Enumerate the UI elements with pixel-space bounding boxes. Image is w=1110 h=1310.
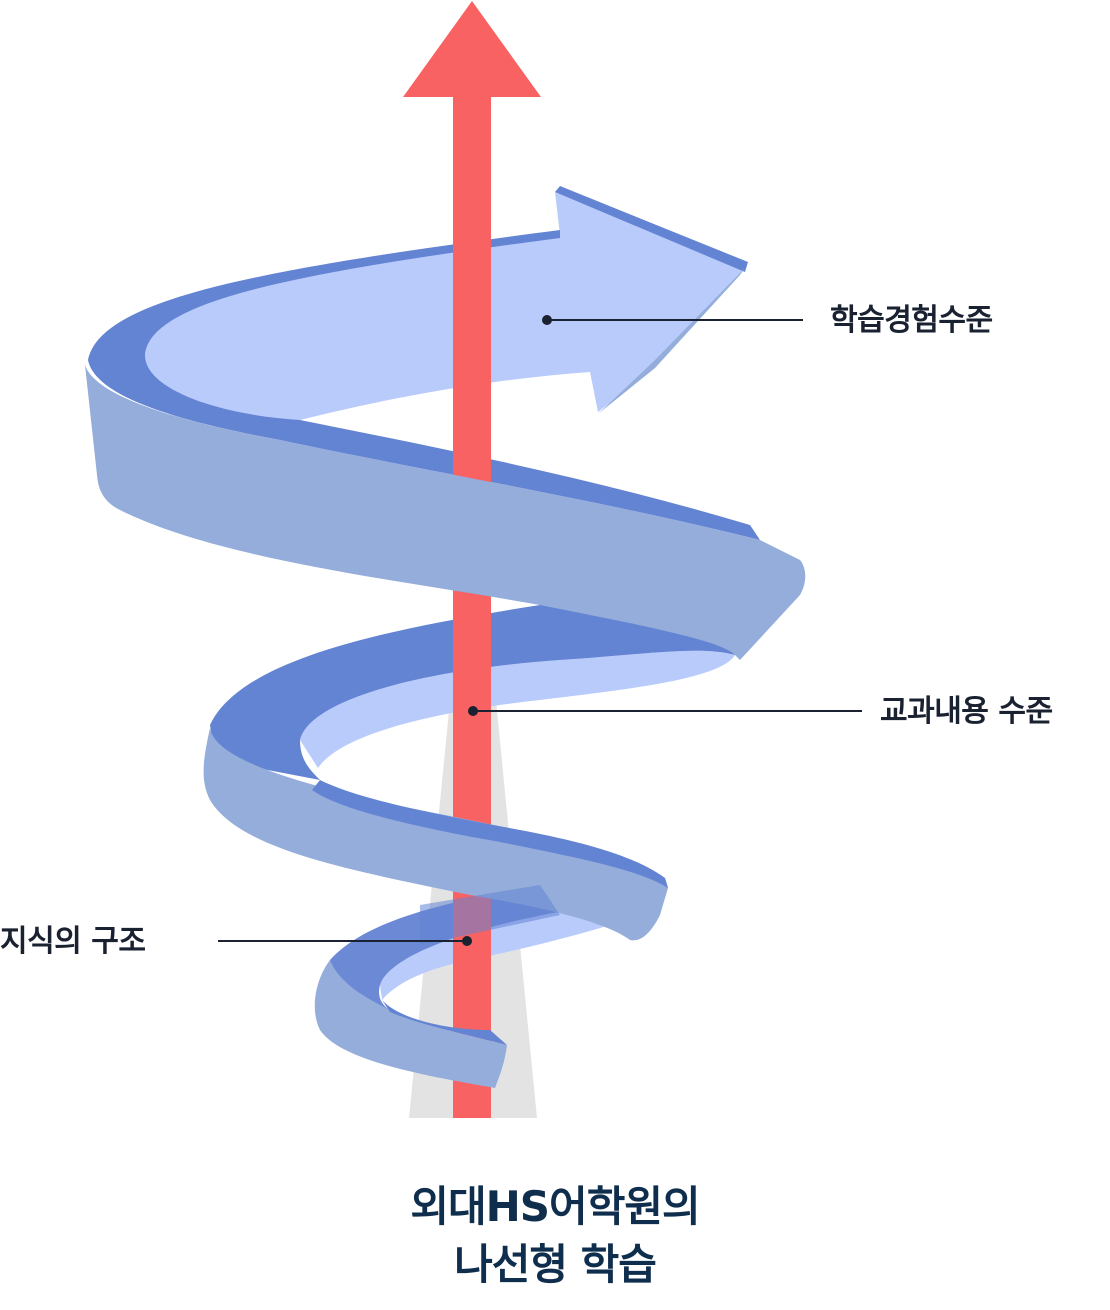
- leader-knowledge: [218, 936, 472, 946]
- title-line-1: 외대HS어학원의: [410, 1182, 700, 1231]
- spiral-top-front-side: [85, 365, 806, 660]
- leader-content: [468, 706, 862, 716]
- level-arrow: [403, 1, 541, 1118]
- spiral-top-back-edge: [88, 230, 760, 540]
- spiral-top-arrow-edge: [555, 186, 748, 272]
- spiral-bottom-front-edge: [382, 1000, 507, 1045]
- label-experience-level: 학습경험수준: [830, 303, 993, 338]
- spiral-middle-back-band: [300, 650, 735, 768]
- label-knowledge-structure: 지식의 구조: [0, 924, 146, 959]
- spiral-top-back-band: [144, 192, 746, 420]
- title-line-2: 나선형 학습: [454, 1240, 657, 1289]
- spiral-bottom-overlay: [420, 885, 560, 945]
- spiral-middle-front-edge: [312, 780, 668, 888]
- arrow-head: [403, 1, 541, 97]
- spiral-middle-back-edge: [210, 593, 735, 780]
- label-content-level: 교과내용 수준: [880, 694, 1053, 729]
- spiral-bottom-front-side: [314, 960, 507, 1088]
- spiral-bottom-back-band: [380, 905, 640, 1000]
- arrow-shaft: [453, 95, 491, 1118]
- leader-experience: [542, 315, 803, 325]
- spiral-middle-front-side: [203, 728, 668, 941]
- diagram-title: 외대HS어학원의 나선형 학습: [0, 1178, 1110, 1294]
